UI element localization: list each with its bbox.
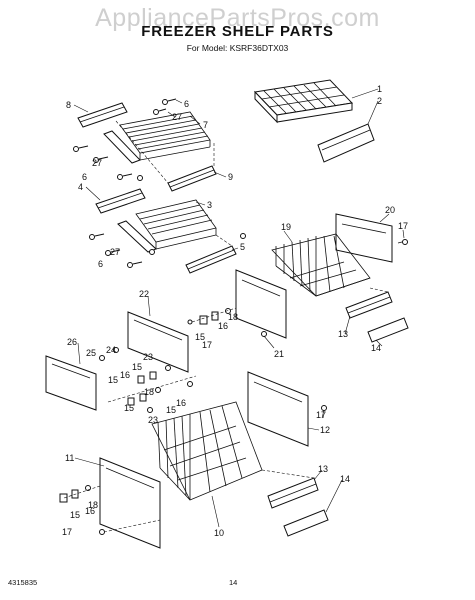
callout-13: 13 xyxy=(338,329,348,339)
callout-15-f: 15 xyxy=(70,510,80,520)
callout-16: 16 xyxy=(218,321,228,331)
upper-rack-assembly xyxy=(73,98,217,192)
callout-27: 27 xyxy=(172,112,182,122)
callout-4: 4 xyxy=(78,182,83,192)
callout-10: 10 xyxy=(214,528,224,538)
lower-basket-assembly xyxy=(59,371,329,549)
callout-27-c: 27 xyxy=(110,247,120,257)
callout-6-b: 6 xyxy=(82,172,87,182)
callout-15: 15 xyxy=(195,332,205,342)
callout-23-b: 23 xyxy=(148,415,158,425)
callout-9: 9 xyxy=(228,172,233,182)
callout-26: 26 xyxy=(67,337,77,347)
callout-18-c: 18 xyxy=(88,500,98,510)
callout-5: 5 xyxy=(240,242,245,252)
upper-basket-assembly xyxy=(187,213,409,343)
callout-11: 11 xyxy=(65,453,74,463)
callout-7: 7 xyxy=(203,120,208,130)
callout-18: 18 xyxy=(228,312,238,322)
callout-24: 24 xyxy=(106,345,116,355)
callout-19: 19 xyxy=(281,222,291,232)
model-line: For Model: KSRF36DTX03 xyxy=(186,43,289,53)
callout-16-d: 16 xyxy=(85,506,95,516)
callout-14-b: 14 xyxy=(340,474,350,484)
callout-12: 12 xyxy=(320,425,330,435)
callout-20: 20 xyxy=(385,205,395,215)
callout-6-c: 6 xyxy=(98,259,103,269)
callout-2: 2 xyxy=(377,96,382,106)
callout-22: 22 xyxy=(139,289,149,299)
callout-8: 8 xyxy=(66,100,71,110)
callout-17: 17 xyxy=(398,221,408,231)
callout-16-b: 16 xyxy=(120,370,130,380)
callout-6: 6 xyxy=(184,99,189,109)
callout-15-d: 15 xyxy=(124,403,134,413)
callout-15-b: 15 xyxy=(132,362,142,372)
document-number: 4315835 xyxy=(8,578,38,587)
page-number: 14 xyxy=(229,578,238,587)
callout-18-b: 18 xyxy=(144,387,154,397)
callout-21: 21 xyxy=(274,349,284,359)
callout-15-c: 15 xyxy=(108,375,118,385)
callout-25: 25 xyxy=(86,348,96,358)
callout-14: 14 xyxy=(371,343,381,353)
callout-13-b: 13 xyxy=(318,464,328,474)
callout-23: 23 xyxy=(143,352,153,362)
watermark: AppliancePartsPros.com xyxy=(95,4,380,32)
left-panel-assembly xyxy=(45,311,197,413)
callout-16-c: 16 xyxy=(176,398,186,408)
leader-lines xyxy=(73,88,405,528)
callout-3: 3 xyxy=(207,200,212,210)
callout-15-e: 15 xyxy=(166,405,176,415)
page-title: FREEZER SHELF PARTS xyxy=(141,23,334,40)
callout-17-b: 17 xyxy=(202,340,212,350)
callout-1: 1 xyxy=(377,84,382,94)
callout-numbers: 1 2 3 4 5 6 6 6 7 8 9 10 11 12 13 13 14 … xyxy=(62,84,408,538)
middle-rack-assembly xyxy=(89,188,246,274)
top-shelf-assembly xyxy=(253,79,375,163)
callout-17-c: 17 xyxy=(316,410,326,420)
callout-27-b: 27 xyxy=(92,158,102,168)
callout-17-d: 17 xyxy=(62,527,72,537)
